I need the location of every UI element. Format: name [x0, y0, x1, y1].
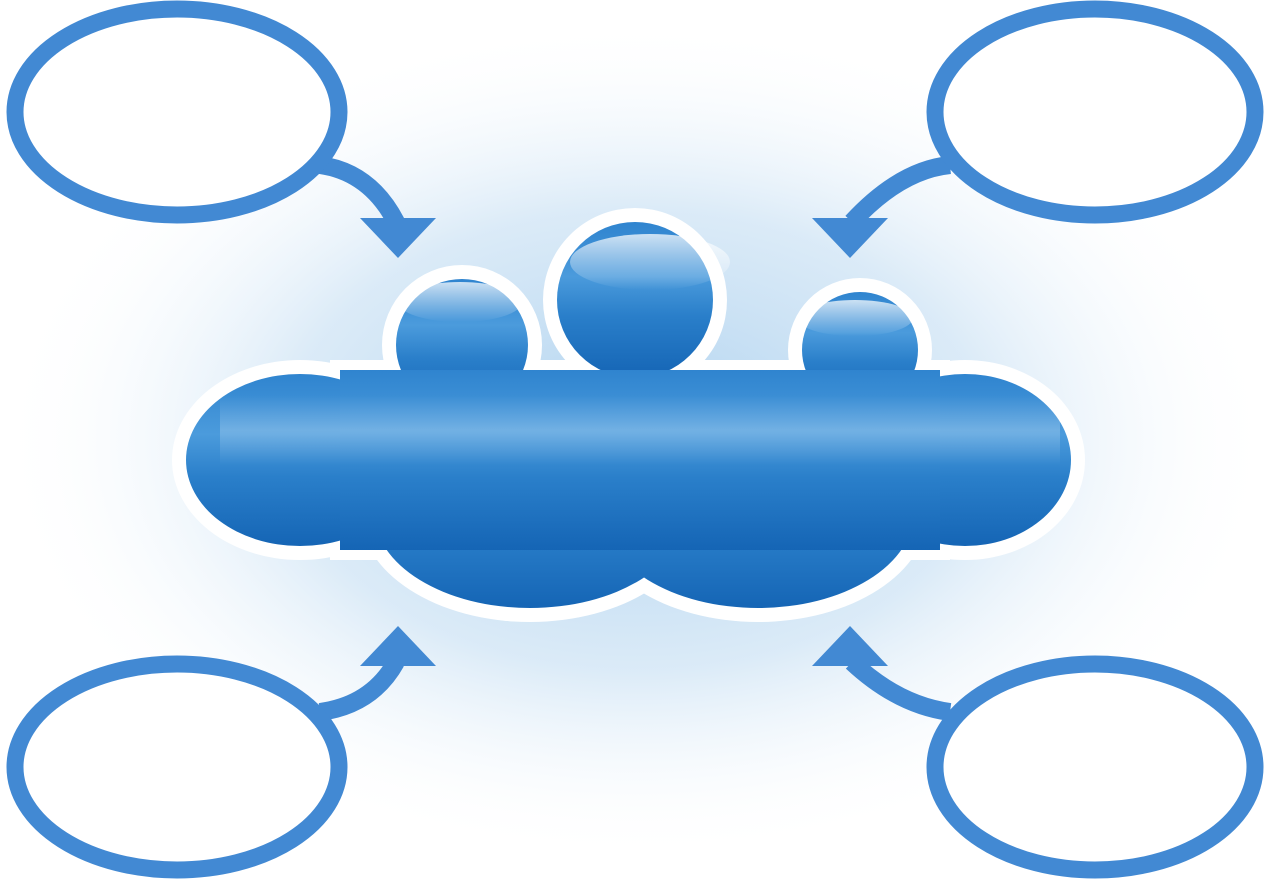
arrow-bottom-right: [812, 626, 952, 721]
node-bottom-right[interactable]: [926, 655, 1264, 879]
cloud-icon: [172, 208, 1085, 622]
curved-arrow-icon: [318, 156, 404, 227]
curved-arrow-icon: [845, 655, 952, 721]
curved-arrow-icon: [318, 657, 404, 721]
node-bottom-left[interactable]: [6, 655, 348, 879]
arrow-top-right: [812, 156, 952, 258]
curved-arrow-icon: [845, 156, 952, 229]
arrow-top-left: [318, 156, 436, 258]
node-top-right[interactable]: [926, 0, 1264, 224]
arrow-bottom-left: [318, 626, 436, 721]
node-top-left[interactable]: [6, 0, 348, 224]
